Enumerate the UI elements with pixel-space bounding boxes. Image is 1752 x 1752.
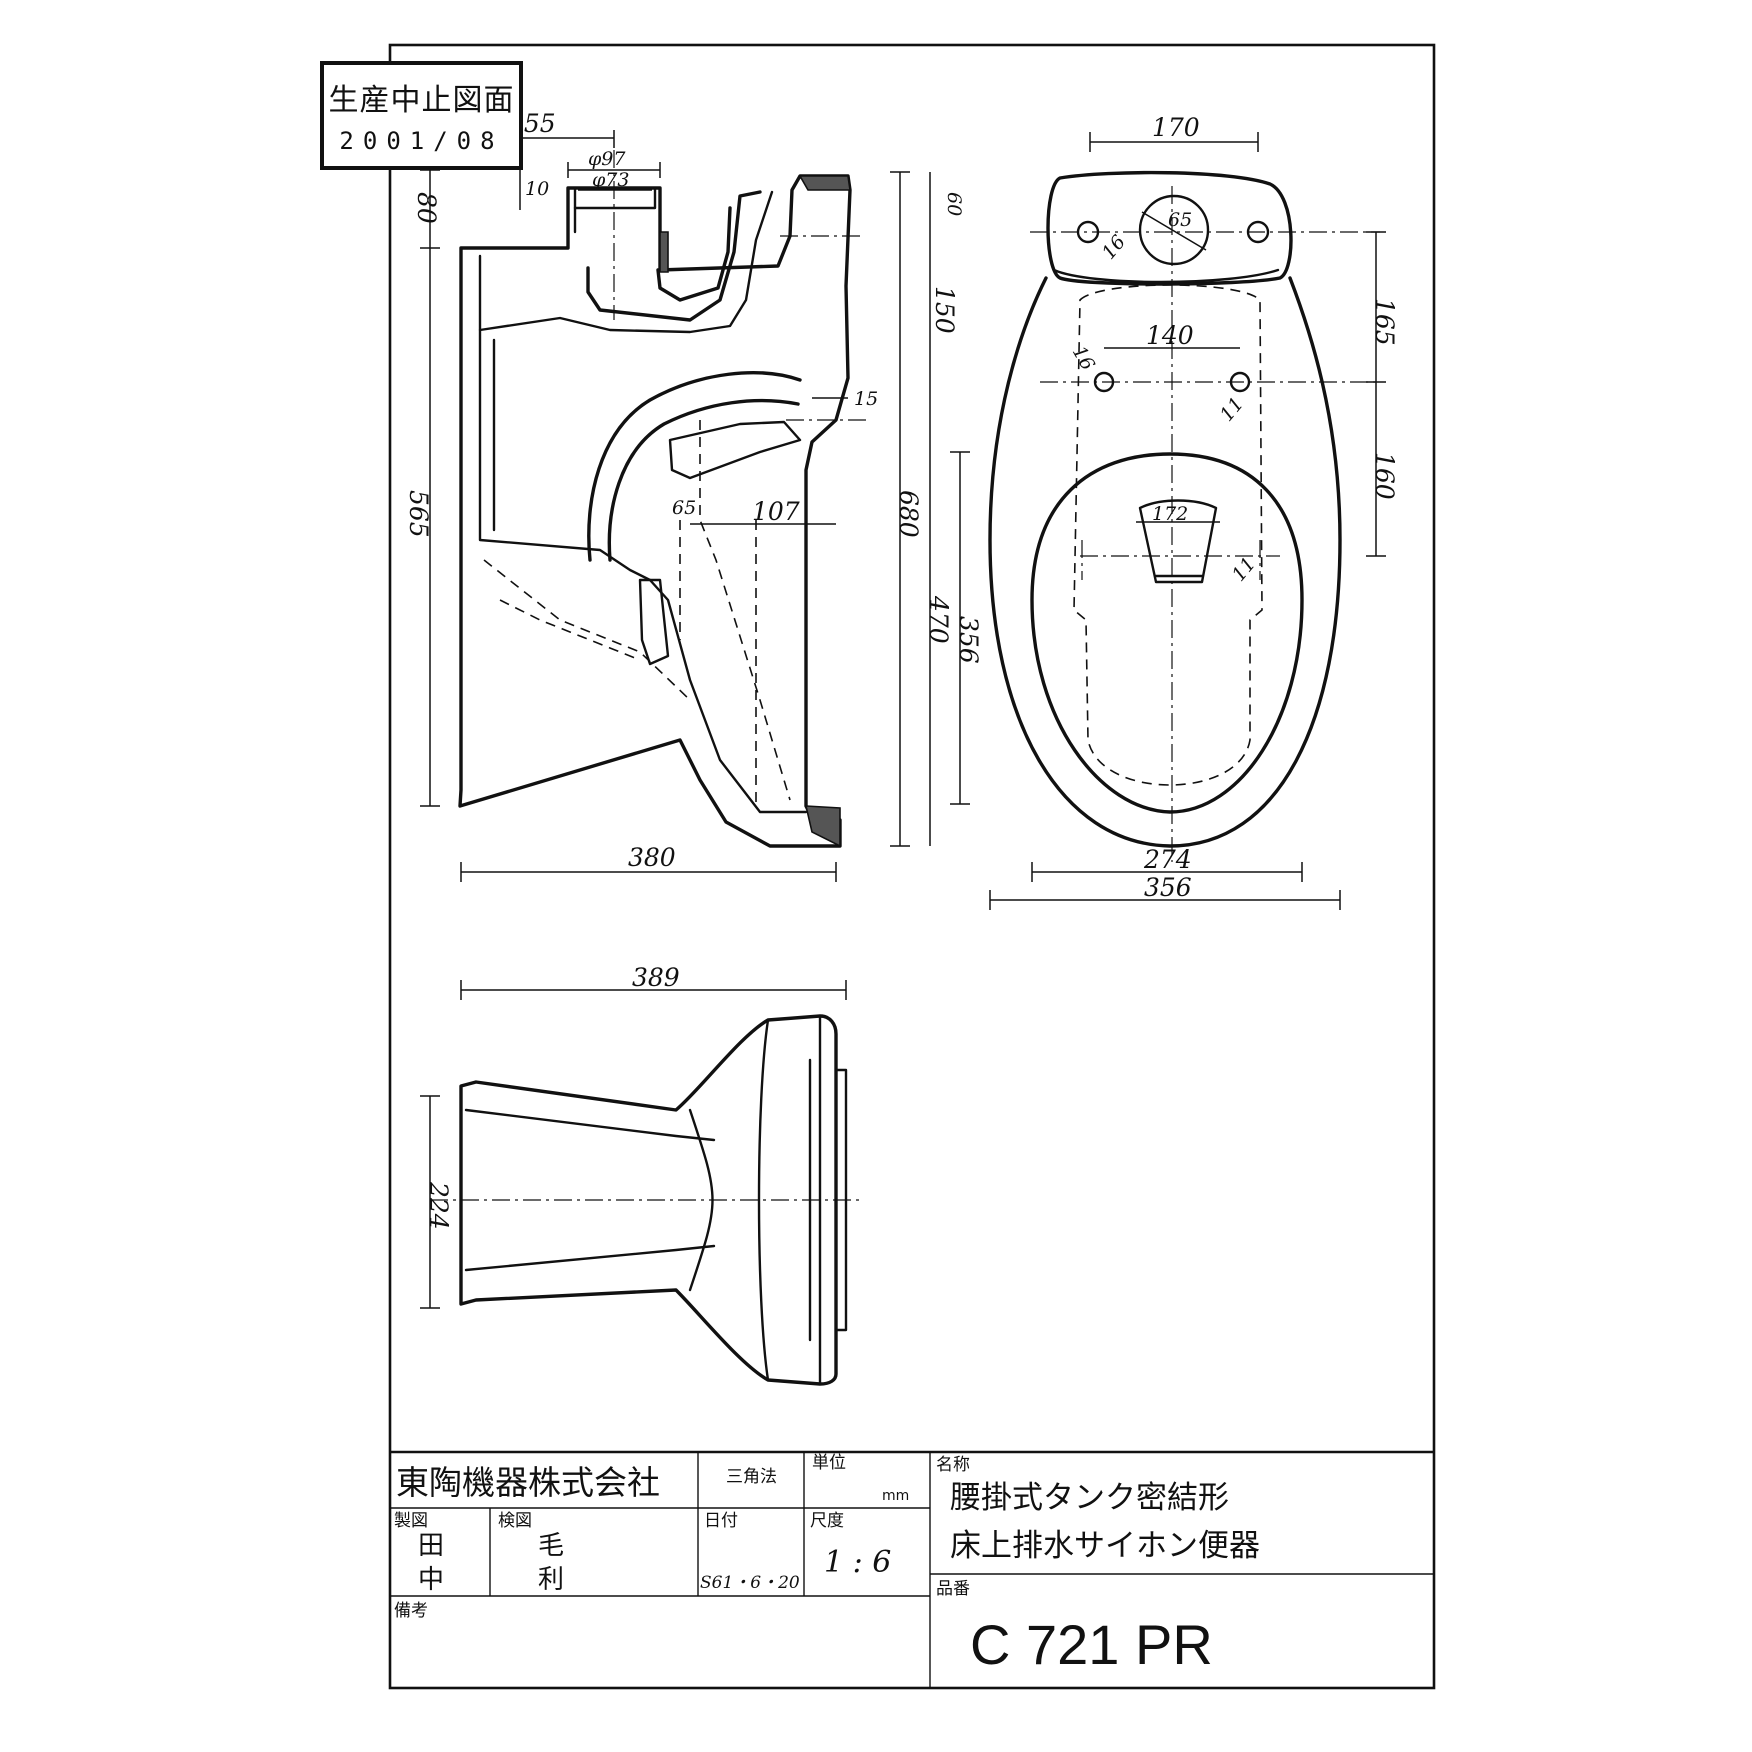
dim-10-label: 10	[525, 178, 549, 200]
dim-274-label: 274	[1143, 845, 1192, 874]
date-label: 日付	[704, 1511, 738, 1531]
dim-15-label: 15	[854, 388, 878, 410]
unit-value: mm	[882, 1488, 909, 1504]
dim-172-label: 172	[1152, 503, 1188, 525]
plan-view: 170 65 16 140 16 11 11 60 150 680 470 35…	[890, 113, 1399, 910]
scale-value: 1 : 6	[824, 1545, 891, 1580]
title-block: 東陶機器株式会社 三角法 単位 mm 名称 腰掛式タンク密結形 床上排水サイホン…	[390, 1450, 1434, 1688]
stamp-title: 生産中止図面	[328, 83, 515, 118]
drawn-label: 製図	[394, 1511, 428, 1531]
product-name-line1: 腰掛式タンク密結形	[950, 1480, 1229, 1516]
name-label: 名称	[936, 1455, 970, 1475]
drawn-by-1: 田	[418, 1531, 444, 1561]
dim-380-label: 380	[628, 843, 676, 872]
product-name-line2: 床上排水サイホン便器	[950, 1528, 1260, 1564]
dim-470-label: 470	[924, 595, 953, 644]
checked-by-2: 利	[538, 1565, 564, 1595]
unit-label: 単位	[812, 1453, 846, 1473]
checked-label: 検図	[498, 1511, 532, 1531]
product-no-label: 品番	[936, 1579, 970, 1599]
dim-160-label: 160	[1370, 452, 1399, 500]
dim-224-label: 224	[424, 1181, 453, 1230]
dim-80-label: 80	[412, 192, 441, 224]
projection-label: 三角法	[726, 1467, 777, 1487]
dim-107-label: 107	[752, 497, 800, 526]
dim-680-label: 680	[894, 490, 923, 538]
dim-565-label: 565	[404, 490, 433, 538]
remarks-label: 備考	[394, 1601, 428, 1621]
dim-389-label: 389	[632, 963, 680, 992]
dim-356-horiz-label: 356	[1144, 873, 1192, 902]
dim-170-label: 170	[1152, 113, 1200, 142]
company-name: 東陶機器株式会社	[396, 1463, 660, 1502]
discontinued-stamp: 生産中止図面 2001/08	[320, 61, 523, 170]
dim-65-dia-label: 65	[1168, 209, 1192, 231]
stamp-date: 2001/08	[339, 127, 504, 155]
dim-356-vert-label: 356	[954, 616, 983, 664]
side-section-view: 155 φ97 φ73 10 80 565 15 65 107 380	[404, 109, 878, 882]
sheet-border	[388, 43, 1436, 1690]
dim-11-label: 11	[1216, 393, 1248, 426]
dim-phi73-label: φ73	[592, 169, 629, 191]
date-value: S61・6・20	[700, 1573, 800, 1593]
dim-60-label: 60	[943, 192, 965, 216]
dim-165-label: 165	[1370, 298, 1399, 346]
drawn-by-2: 中	[418, 1565, 444, 1595]
dim-140-label: 140	[1146, 321, 1194, 350]
dim-150-label: 150	[930, 286, 959, 334]
dim-16b-label: 16	[1068, 342, 1099, 374]
dim-phi97-label: φ97	[588, 148, 626, 170]
checked-by-1: 毛	[538, 1531, 564, 1561]
dim-11b-label: 11	[1228, 553, 1260, 586]
front-view: 389 224	[420, 963, 860, 1386]
scale-label: 尺度	[810, 1511, 844, 1531]
dim-65-label: 65	[672, 497, 696, 519]
dim-16-label: 16	[1098, 231, 1130, 264]
product-number: C 721 PR	[970, 1613, 1213, 1676]
